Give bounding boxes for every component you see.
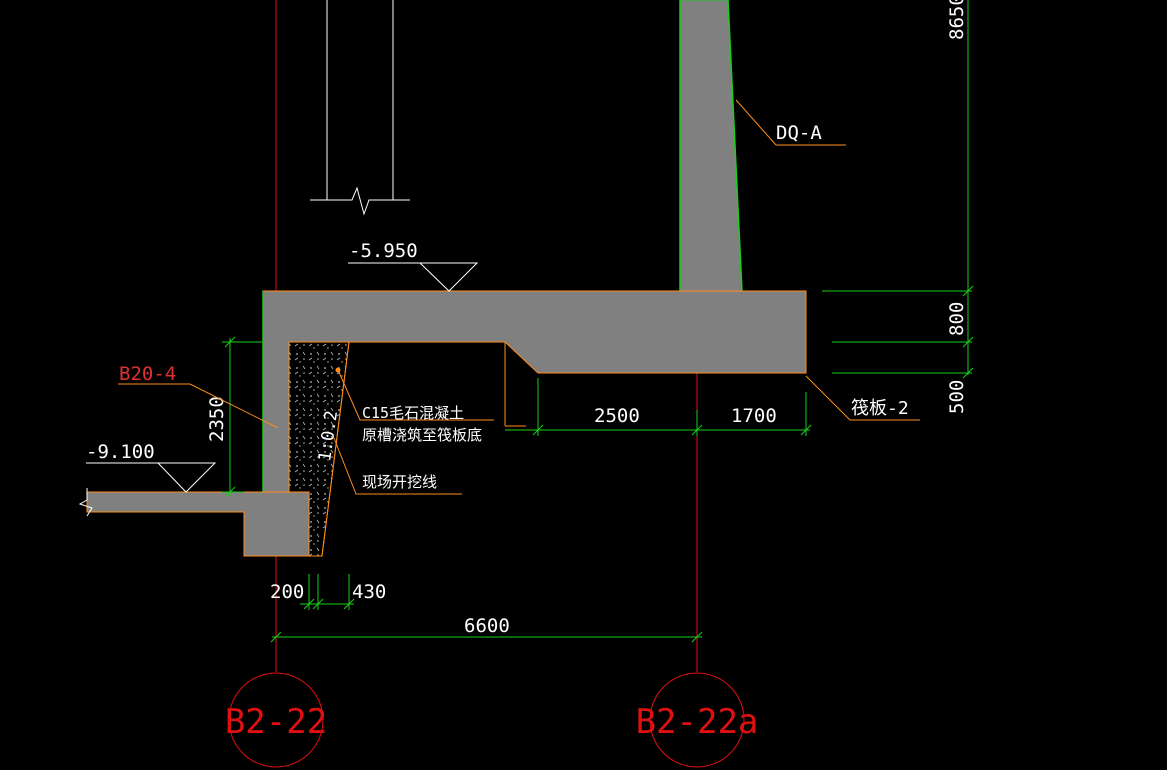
dim-2350: 2350 — [206, 396, 228, 442]
lower-footing — [86, 491, 310, 557]
leader-excavation — [333, 437, 462, 495]
dim-500: 500 — [946, 380, 968, 414]
leader-dq-a — [735, 99, 846, 146]
axis-bubble-right: B2-22a — [636, 672, 759, 768]
leader-b20-4 — [118, 383, 279, 429]
elevation-top-text: -5.950 — [349, 240, 418, 262]
dim-2500: 2500 — [594, 405, 640, 427]
dim-8650: 8650 — [946, 0, 968, 40]
label-c15-line1: C15毛石混凝土 — [362, 404, 464, 422]
wall-dq-a — [679, 0, 743, 292]
label-raft: 筏板-2 — [851, 398, 909, 419]
elevation-marker-top: -5.950 — [348, 240, 479, 292]
leader-c15 — [337, 369, 494, 421]
bottom-small-dimensions — [300, 574, 355, 610]
axis-label-right: B2-22a — [636, 702, 759, 742]
dim-6600: 6600 — [464, 615, 510, 637]
label-c15-line2: 原槽浇筑至筏板底 — [362, 426, 482, 444]
dim-800: 800 — [946, 302, 968, 336]
label-excavation: 现场开挖线 — [362, 473, 437, 491]
dim-430: 430 — [352, 581, 386, 603]
raft-slab — [262, 290, 807, 493]
label-b20-4: B20-4 — [119, 363, 176, 385]
excavation-line — [321, 341, 350, 557]
axis-span-dimension — [270, 631, 703, 643]
dim-200: 200 — [270, 581, 304, 603]
label-dq-a: DQ-A — [776, 122, 822, 144]
axis-label-left: B2-22 — [225, 702, 327, 742]
break-line-symbol — [310, 0, 410, 216]
slab-horizontal-dimensions — [505, 378, 812, 436]
leader-raft — [805, 375, 920, 421]
elevation-marker-lower: -9.100 — [86, 441, 217, 493]
left-vertical-dimension — [222, 336, 262, 498]
axis-bubble-left: B2-22 — [225, 672, 327, 768]
right-vertical-dimensions — [822, 0, 974, 379]
dim-1700: 1700 — [731, 405, 777, 427]
elevation-lower-text: -9.100 — [86, 441, 155, 463]
